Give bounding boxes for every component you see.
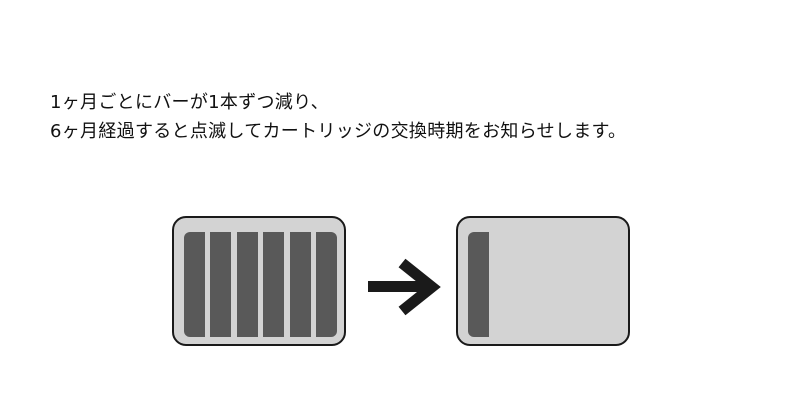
level-bar <box>316 232 337 337</box>
level-bar <box>468 232 489 337</box>
level-bar <box>184 232 205 337</box>
level-bar <box>289 232 311 337</box>
description-line-1: 1ヶ月ごとにバーが1本ずつ減り、 <box>50 92 329 113</box>
arrow-right-icon <box>368 258 441 316</box>
level-bar <box>263 232 285 337</box>
level-bar <box>210 232 232 337</box>
indicator-low <box>456 216 630 346</box>
indicator-full <box>172 216 346 346</box>
description-line-2: 6ヶ月経過すると点滅してカートリッジの交換時期をお知らせします。 <box>50 121 627 142</box>
level-bar <box>236 232 258 337</box>
